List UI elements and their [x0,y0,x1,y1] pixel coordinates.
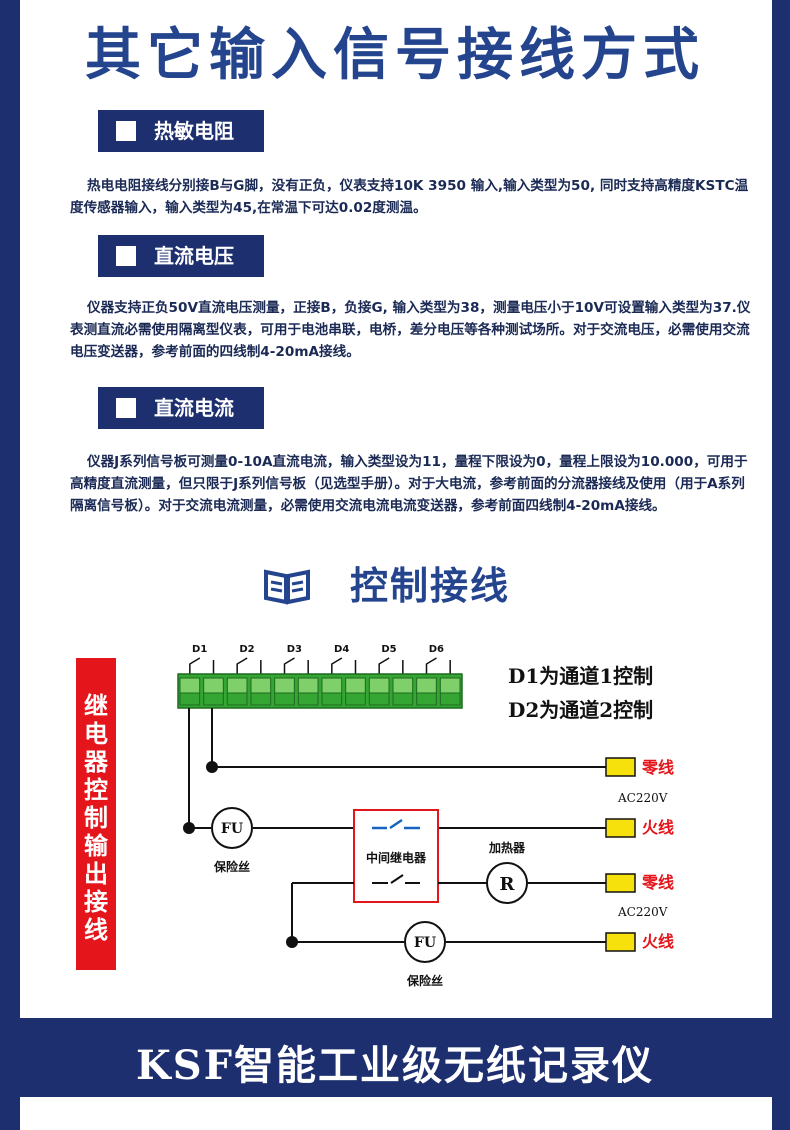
section-heading-label: 直流电压 [154,244,234,268]
fuse-1-caption: 保险丝 [213,859,250,874]
relay-contact-icon [283,657,309,674]
terminal-cells [179,677,461,706]
terminal-cell [392,677,414,694]
terminal-cell [439,677,461,694]
relay-label: D5 [381,644,396,655]
ac-label: AC220V [617,905,668,919]
note-d2: D2为通道2控制 [508,698,654,722]
terminal-screw [226,692,248,706]
fuse-1-label: FU [221,821,243,837]
relay-contact-icon [331,657,357,674]
page-title: 其它输入信号接线方式 [85,23,705,88]
section-body-dc-current: 仪器J系列信号板可测量0-10A直流电流，输入类型设为11，量程下限设为0，量程… [70,454,748,514]
relay-wiring-diagram: D1 D2 D3 D4 D5 D6 零线 AC220V FU 保险丝 火线 中间继电器 加… [177,644,674,988]
relay-coil-icon [389,818,403,830]
fuse-2-icon [404,921,446,963]
terminal-neutral-2 [605,873,636,893]
footer-strip [20,1097,772,1130]
relay-label: D4 [334,644,349,655]
terminal-screw [297,692,319,706]
relay-output-banner: 继 电 器 控 制 输 出 接 线 [76,658,116,970]
terminal-cell [250,677,272,694]
terminal-cell [345,677,366,694]
live-label: 火线 [642,932,674,951]
terminal-screw [439,692,461,706]
banner-char: 线 [84,916,108,944]
control-wiring-title: 控制接线 [350,564,511,608]
fuse-1-icon [211,807,253,849]
footer-title: KSF智能工业级无纸记录仪 [135,1042,655,1089]
terminal-screw [368,692,390,706]
square-bullet-icon [116,246,136,266]
section-heading-thermistor: 热敏电阻 [98,110,264,152]
section-heading-label: 热敏电阻 [154,119,234,143]
square-bullet-icon [116,121,136,141]
section-body-dc-voltage: 仪器支持正负50V直流电压测量，正接B，负接G, 输入类型为38，测量电压小于1… [70,300,751,360]
relay-label: D1 [192,644,207,655]
terminal-screw [203,692,224,706]
banner-char: 制 [84,804,108,832]
terminal-cell [297,677,319,694]
terminal-cell [179,677,201,694]
live-label: 火线 [642,818,674,837]
terminal-screw [416,692,437,706]
relay-label: D2 [239,644,254,655]
relay-switch-icon [390,874,404,884]
neutral-label: 零线 [641,873,674,892]
terminal-live-2 [605,932,636,952]
terminal-screw [274,692,295,706]
section-heading-dc-current: 直流电流 [98,387,264,429]
relay-contact-icon [378,657,404,674]
banner-char: 输 [84,832,108,860]
banner-char: 控 [84,776,108,804]
terminal-live-1 [605,818,636,838]
heater-label: 加热器 [488,840,526,855]
book-icon [264,569,310,605]
terminal-cell [274,677,295,694]
terminal-cell [203,677,224,694]
section-heading-dc-voltage: 直流电压 [98,235,264,277]
relay-contact-icon [425,657,451,674]
square-bullet-icon [116,398,136,418]
section-heading-label: 直流电流 [154,396,234,420]
section-body-thermistor: 热电电阻接线分别接B与G脚，没有正负，仪表支持10K 3950 输入,输入类型为… [70,178,749,216]
terminal-cell [368,677,390,694]
banner-char: 接 [84,888,108,916]
banner-char: 出 [84,860,108,888]
terminal-screw [250,692,272,706]
terminal-neutral-1 [605,757,636,777]
terminal-cell [416,677,437,694]
terminal-block [177,673,463,709]
terminal-screw [345,692,366,706]
note-d1: D1为通道1控制 [508,664,654,688]
terminal-cell [226,677,248,694]
relay-box-label: 中间继电器 [366,850,427,865]
relay-label: D6 [429,644,444,655]
terminal-screw [392,692,414,706]
terminal-screw [321,692,343,706]
banner-char: 电 [84,720,108,748]
terminal-screw [179,692,201,706]
terminal-cell [321,677,343,694]
resistor-label: R [500,874,516,895]
relay-contact-icon [189,657,215,674]
fuse-2-caption: 保险丝 [406,973,443,988]
banner-char: 继 [84,692,108,720]
relay-contacts: D1 D2 D3 D4 D5 D6 [189,644,451,674]
ac-label: AC220V [617,791,668,805]
relay-contact-icon [236,657,262,674]
fuse-2-label: FU [414,935,436,951]
relay-label: D3 [287,644,302,655]
banner-char: 器 [84,748,108,776]
neutral-label: 零线 [641,758,674,777]
